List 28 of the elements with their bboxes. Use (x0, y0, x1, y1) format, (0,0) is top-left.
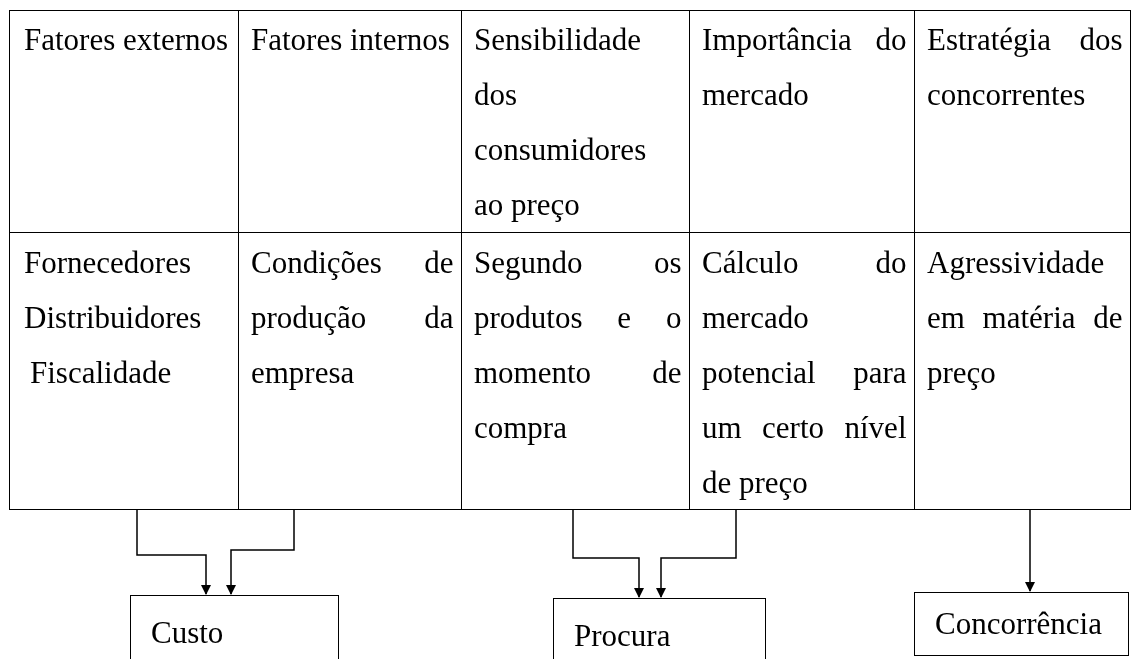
column-text: Segundo os produtos e o momento de compra (474, 244, 682, 447)
table-column (688, 10, 915, 510)
result-box (130, 595, 339, 659)
column-heading: Importância do mercado (702, 21, 907, 114)
column-text: Agressividade em matéria de preço (927, 244, 1123, 392)
box-label: Concorrência (935, 606, 1103, 642)
arrow (572, 509, 644, 598)
column-text: Fornecedores (24, 244, 192, 282)
arrow (136, 509, 211, 595)
box-label: Procura (574, 618, 672, 654)
column-text: Distribuidores (24, 299, 203, 337)
arrow (656, 509, 737, 598)
box-label: Custo (151, 615, 225, 651)
arrow (1025, 509, 1035, 592)
column-text: Condições de produção da empresa (251, 244, 454, 392)
column-heading: Sensibilidade dos consumidores ao preço (474, 21, 648, 224)
column-heading: Estratégia dos concorrentes (927, 21, 1123, 114)
table-column (9, 10, 239, 510)
column-text: Fiscalidade (30, 354, 173, 392)
column-text: Cálculo do mercado potencial para um certo nível de preço (702, 244, 907, 502)
column-heading: Fatores externos (24, 21, 230, 59)
table-column (913, 10, 1131, 510)
table-column (237, 10, 462, 510)
column-heading: Fatores internos (251, 21, 451, 59)
result-box (914, 592, 1129, 656)
table-column (460, 10, 690, 510)
arrow (226, 509, 295, 595)
result-box (553, 598, 766, 659)
